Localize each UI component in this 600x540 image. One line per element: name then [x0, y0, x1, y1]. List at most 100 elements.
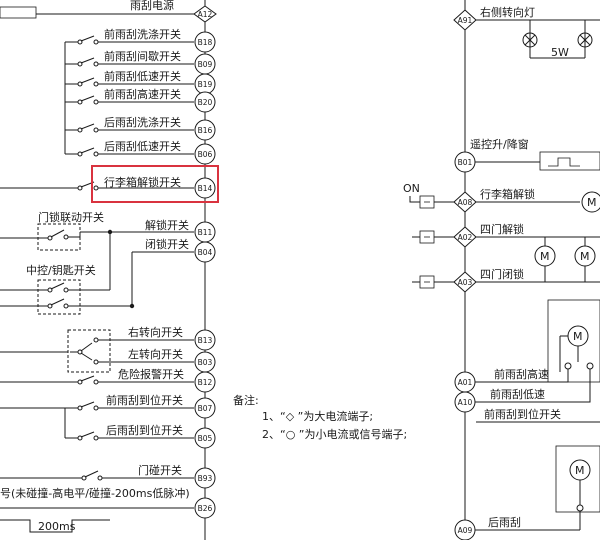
front-park-switch-label-right: 前雨刮到位开关: [484, 407, 561, 421]
on-wire: [409, 196, 420, 203]
connector-b04: [194, 241, 216, 263]
central-key-switch-box: [37, 279, 81, 315]
rear-park-switch-label: 后雨刮到位开关: [106, 423, 183, 437]
notes-line-2: 2、“○ ”为小电流或信号端子;: [262, 427, 407, 441]
connector-code: B03: [198, 358, 213, 367]
connector-code: B20: [198, 98, 213, 107]
connector-b07: [194, 397, 216, 419]
notes-line-1: 1、“◇ ”为大电流端子;: [262, 409, 373, 423]
window-pulse-icon: [548, 157, 580, 167]
connector-b12: [194, 371, 216, 393]
switch-label: 后雨刮低速开关: [104, 139, 181, 153]
motor-icon: M: [581, 191, 600, 213]
left-turn-switch-label: 左转向开关: [128, 347, 183, 361]
switch-row-b18: 前雨刮洗涤开关 B18: [65, 27, 216, 53]
motor-icon: M: [574, 245, 596, 267]
notes-title: 备注:: [233, 393, 259, 407]
lamp-icon: [577, 32, 593, 48]
trunk-unlock-switch-label: 行李箱解锁开关: [104, 175, 181, 189]
connector-code: B09: [198, 60, 213, 69]
connector-a12: A12: [193, 5, 217, 23]
lamp-icon: [522, 32, 538, 48]
front-wiper-low-label: 前雨刮低速: [490, 387, 545, 401]
connector-code: B11: [198, 228, 213, 237]
switch-label: 前雨刮高速开关: [104, 87, 181, 101]
connector-code: A09: [458, 526, 473, 535]
door-switch-label: 门碰开关: [138, 463, 182, 477]
remote-window-label: 遥控升/降窗: [470, 137, 529, 151]
connector-code: B14: [198, 184, 213, 193]
switch-label: 前雨刮间歇开关: [104, 49, 181, 63]
right-turn-lamp-label: 右侧转向灯: [480, 5, 535, 19]
connector-code: A12: [198, 10, 213, 19]
central-key-switch-label: 中控/钥匙开关: [26, 263, 96, 277]
relay-icon: [419, 230, 435, 244]
front-wiper-high-label: 前雨刮高速: [494, 367, 549, 381]
connector-b05: [194, 427, 216, 449]
connector-code: B06: [198, 150, 213, 159]
connector-code: A10: [458, 398, 473, 407]
connector-code: B12: [198, 378, 213, 387]
front-high-wire: [475, 369, 569, 383]
window-module-box: [539, 151, 600, 171]
connector-circle: [194, 119, 216, 141]
connector-code: A03: [458, 278, 473, 287]
four-door-unlock-label: 四门解锁: [480, 222, 524, 236]
connector-code: B93: [198, 474, 213, 483]
front-park-switch-label: 前雨刮到位开关: [106, 393, 183, 407]
on-label: ON: [403, 182, 420, 195]
turn-signal-switch-box: [67, 329, 111, 373]
motor-symbol: M: [575, 464, 585, 477]
lamp-watt-label: 5W: [551, 46, 569, 59]
motor-symbol: M: [580, 250, 590, 263]
hazard-switch-label: 危险报警开关: [118, 367, 184, 381]
switch-row-b16: 后雨刮洗涤开关 B16: [65, 115, 216, 141]
connector-a03: [453, 271, 477, 293]
rear-wiper-label: 后雨刮: [488, 515, 521, 529]
connector-code: B05: [198, 434, 213, 443]
connector-b26: [194, 497, 216, 519]
switch-row-b20: 前雨刮高速开关 B20: [65, 87, 216, 113]
connector-circle: [194, 31, 216, 53]
wiper-switch-rows: 前雨刮洗涤开关 B18 前雨刮间歇开关 B09 前雨刮低速开关 B19 前雨刮高…: [65, 27, 216, 165]
connector-b14: [194, 177, 216, 199]
switch-label: 前雨刮低速开关: [104, 69, 181, 83]
connector-a08: [453, 191, 477, 213]
switch-label: 后雨刮洗涤开关: [104, 115, 181, 129]
motor-symbol: M: [587, 196, 597, 209]
connector-code: B04: [198, 248, 213, 257]
connector-diamond: [193, 5, 217, 23]
unlock-switch-label: 解锁开关: [145, 218, 189, 232]
motor-icon: M: [534, 245, 556, 267]
power-label: 雨刮电源: [130, 0, 174, 12]
collision-signal-label: 号(未碰撞-高电平/碰撞-200ms低脉冲): [0, 486, 190, 500]
motor-symbol: M: [540, 250, 550, 263]
four-door-lock-label: 四门闭锁: [480, 267, 524, 281]
fuse-box: [0, 6, 37, 19]
motor-icon: M: [567, 325, 589, 347]
motor-symbol: M: [573, 330, 583, 343]
motor-icon: M: [569, 459, 591, 481]
trunk-unlock-label: 行李箱解锁: [480, 187, 535, 201]
front-wiper-motor-box: [547, 299, 600, 383]
switch-row-b09: 前雨刮间歇开关 B09: [65, 49, 216, 75]
connector-code: A01: [458, 378, 473, 387]
connector-b93: [194, 467, 216, 489]
trunk-unlock-switch-row: 行李箱解锁开关 B14: [0, 175, 216, 199]
connector-code: A02: [458, 233, 473, 242]
pulse-waveform: [0, 519, 110, 533]
highlight-box: [91, 165, 219, 203]
rear-wiper-motor-box: [555, 445, 600, 513]
connector-b13: [194, 329, 216, 351]
right-turn-switch-label: 右转向开关: [128, 325, 183, 339]
connector-code: B13: [198, 336, 213, 345]
lock-switch-label: 闭锁开关: [145, 237, 189, 251]
door-contact-label: 门锁联动开关: [38, 210, 104, 224]
connector-code: A91: [458, 16, 473, 25]
connector-code: A08: [458, 198, 473, 207]
switch-label: 前雨刮洗涤开关: [104, 27, 181, 41]
switch-row-b19: 前雨刮低速开关 B19: [65, 69, 216, 95]
connector-circle: [194, 91, 216, 113]
front-low-wire: [475, 369, 591, 403]
connector-code: B07: [198, 404, 213, 413]
